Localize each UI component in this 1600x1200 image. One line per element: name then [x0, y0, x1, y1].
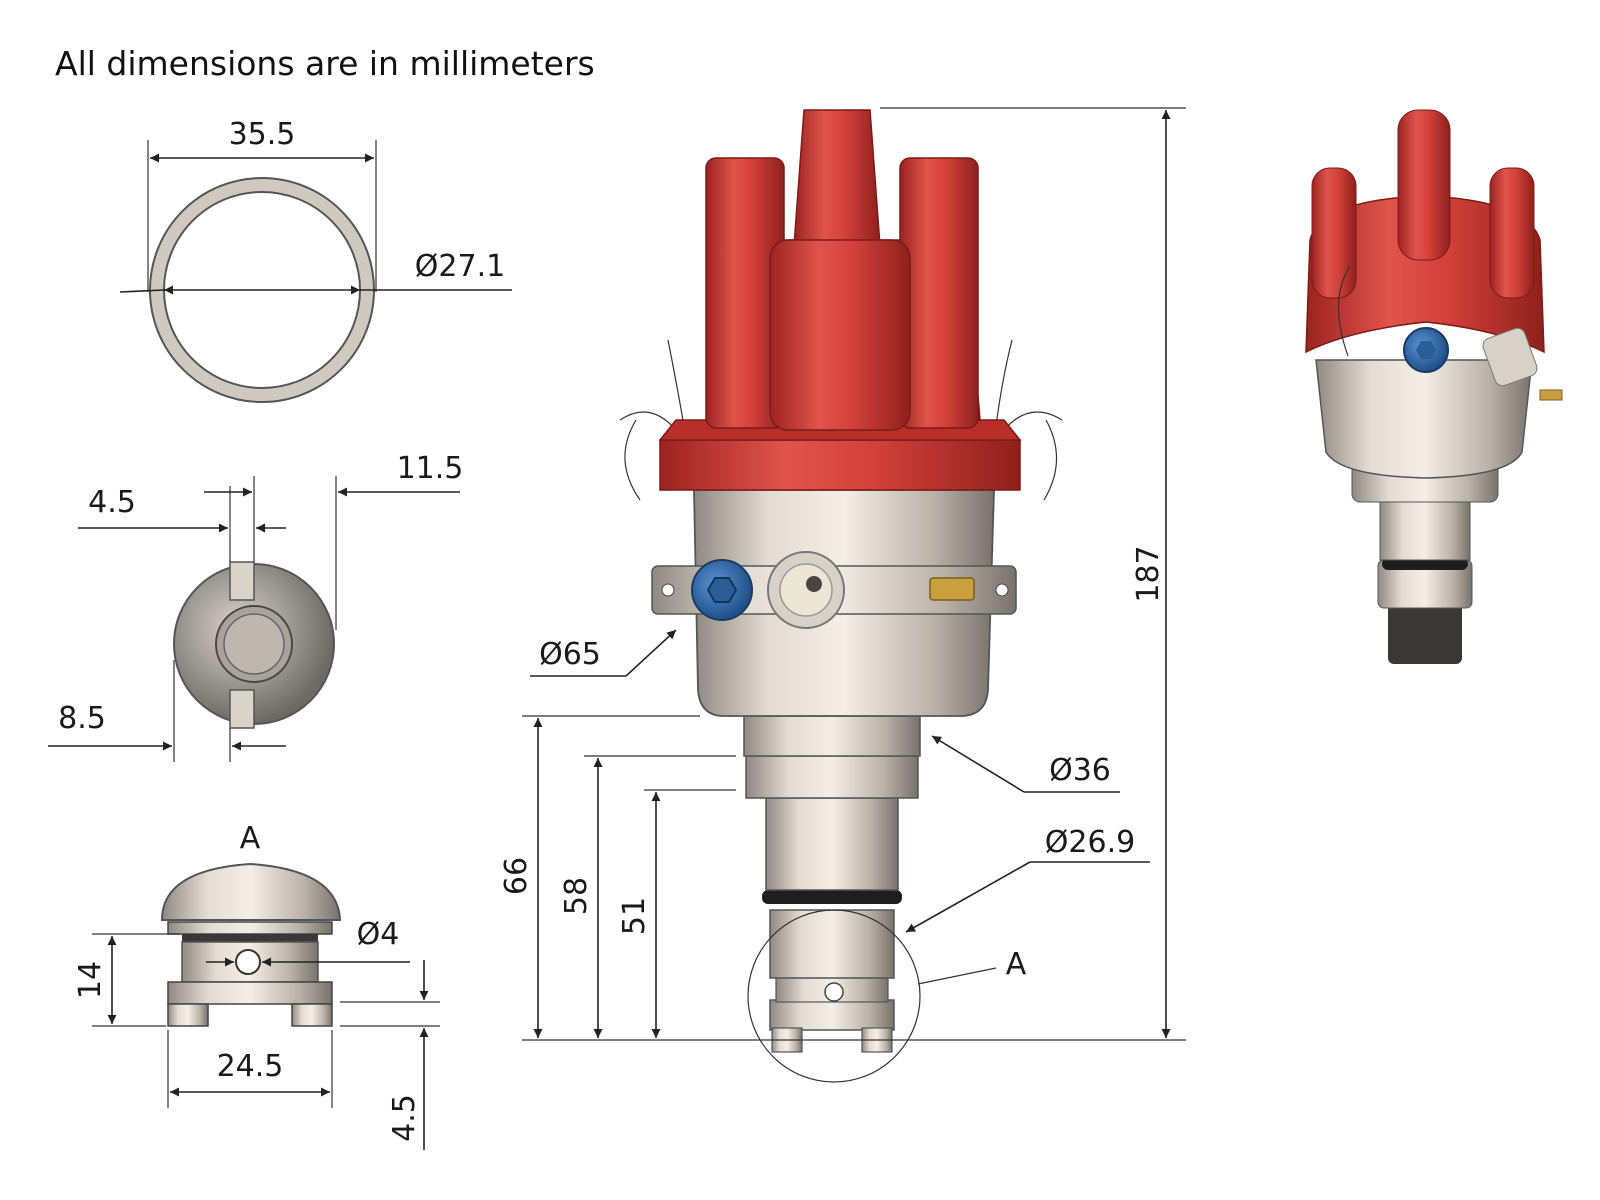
height-66-label: 66 — [499, 857, 534, 895]
ring-view: 35.5 Ø27.1 — [119, 117, 512, 403]
detail-label-circle: A — [1006, 947, 1027, 982]
shaft-height-label: 14 — [73, 961, 108, 999]
distributor-iso-view — [1305, 109, 1563, 664]
detail-label-top: A — [240, 821, 261, 856]
body-dia-label: Ø65 — [539, 637, 601, 672]
distributor-main-view: Ø65 Ø36 Ø26.9 A 66 58 51 187 — [499, 107, 1186, 1083]
shaft-dia-label: Ø26.9 — [1045, 825, 1135, 860]
slot-depth-label: 8.5 — [58, 701, 106, 736]
shaft-width-label: 24.5 — [217, 1049, 284, 1084]
shaft-detail-view: A Ø4 14 24.5 4.5 — [73, 821, 440, 1150]
slot-width-label: 4.5 — [88, 485, 136, 520]
units-note: All dimensions are in millimeters — [55, 44, 595, 83]
height-51-label: 51 — [617, 897, 652, 935]
shaft-end-view: 4.5 11.5 8.5 — [48, 451, 463, 762]
tang-height-label: 4.5 — [387, 1094, 422, 1142]
height-58-label: 58 — [559, 877, 594, 915]
slot-offset-label: 11.5 — [397, 451, 464, 486]
collar-dia-label: Ø36 — [1049, 753, 1111, 788]
total-height-label: 187 — [1131, 545, 1166, 602]
ring-inner-dia-label: Ø27.1 — [415, 249, 505, 284]
ring-width-label: 35.5 — [229, 117, 296, 152]
hole-dia-label: Ø4 — [357, 917, 400, 952]
